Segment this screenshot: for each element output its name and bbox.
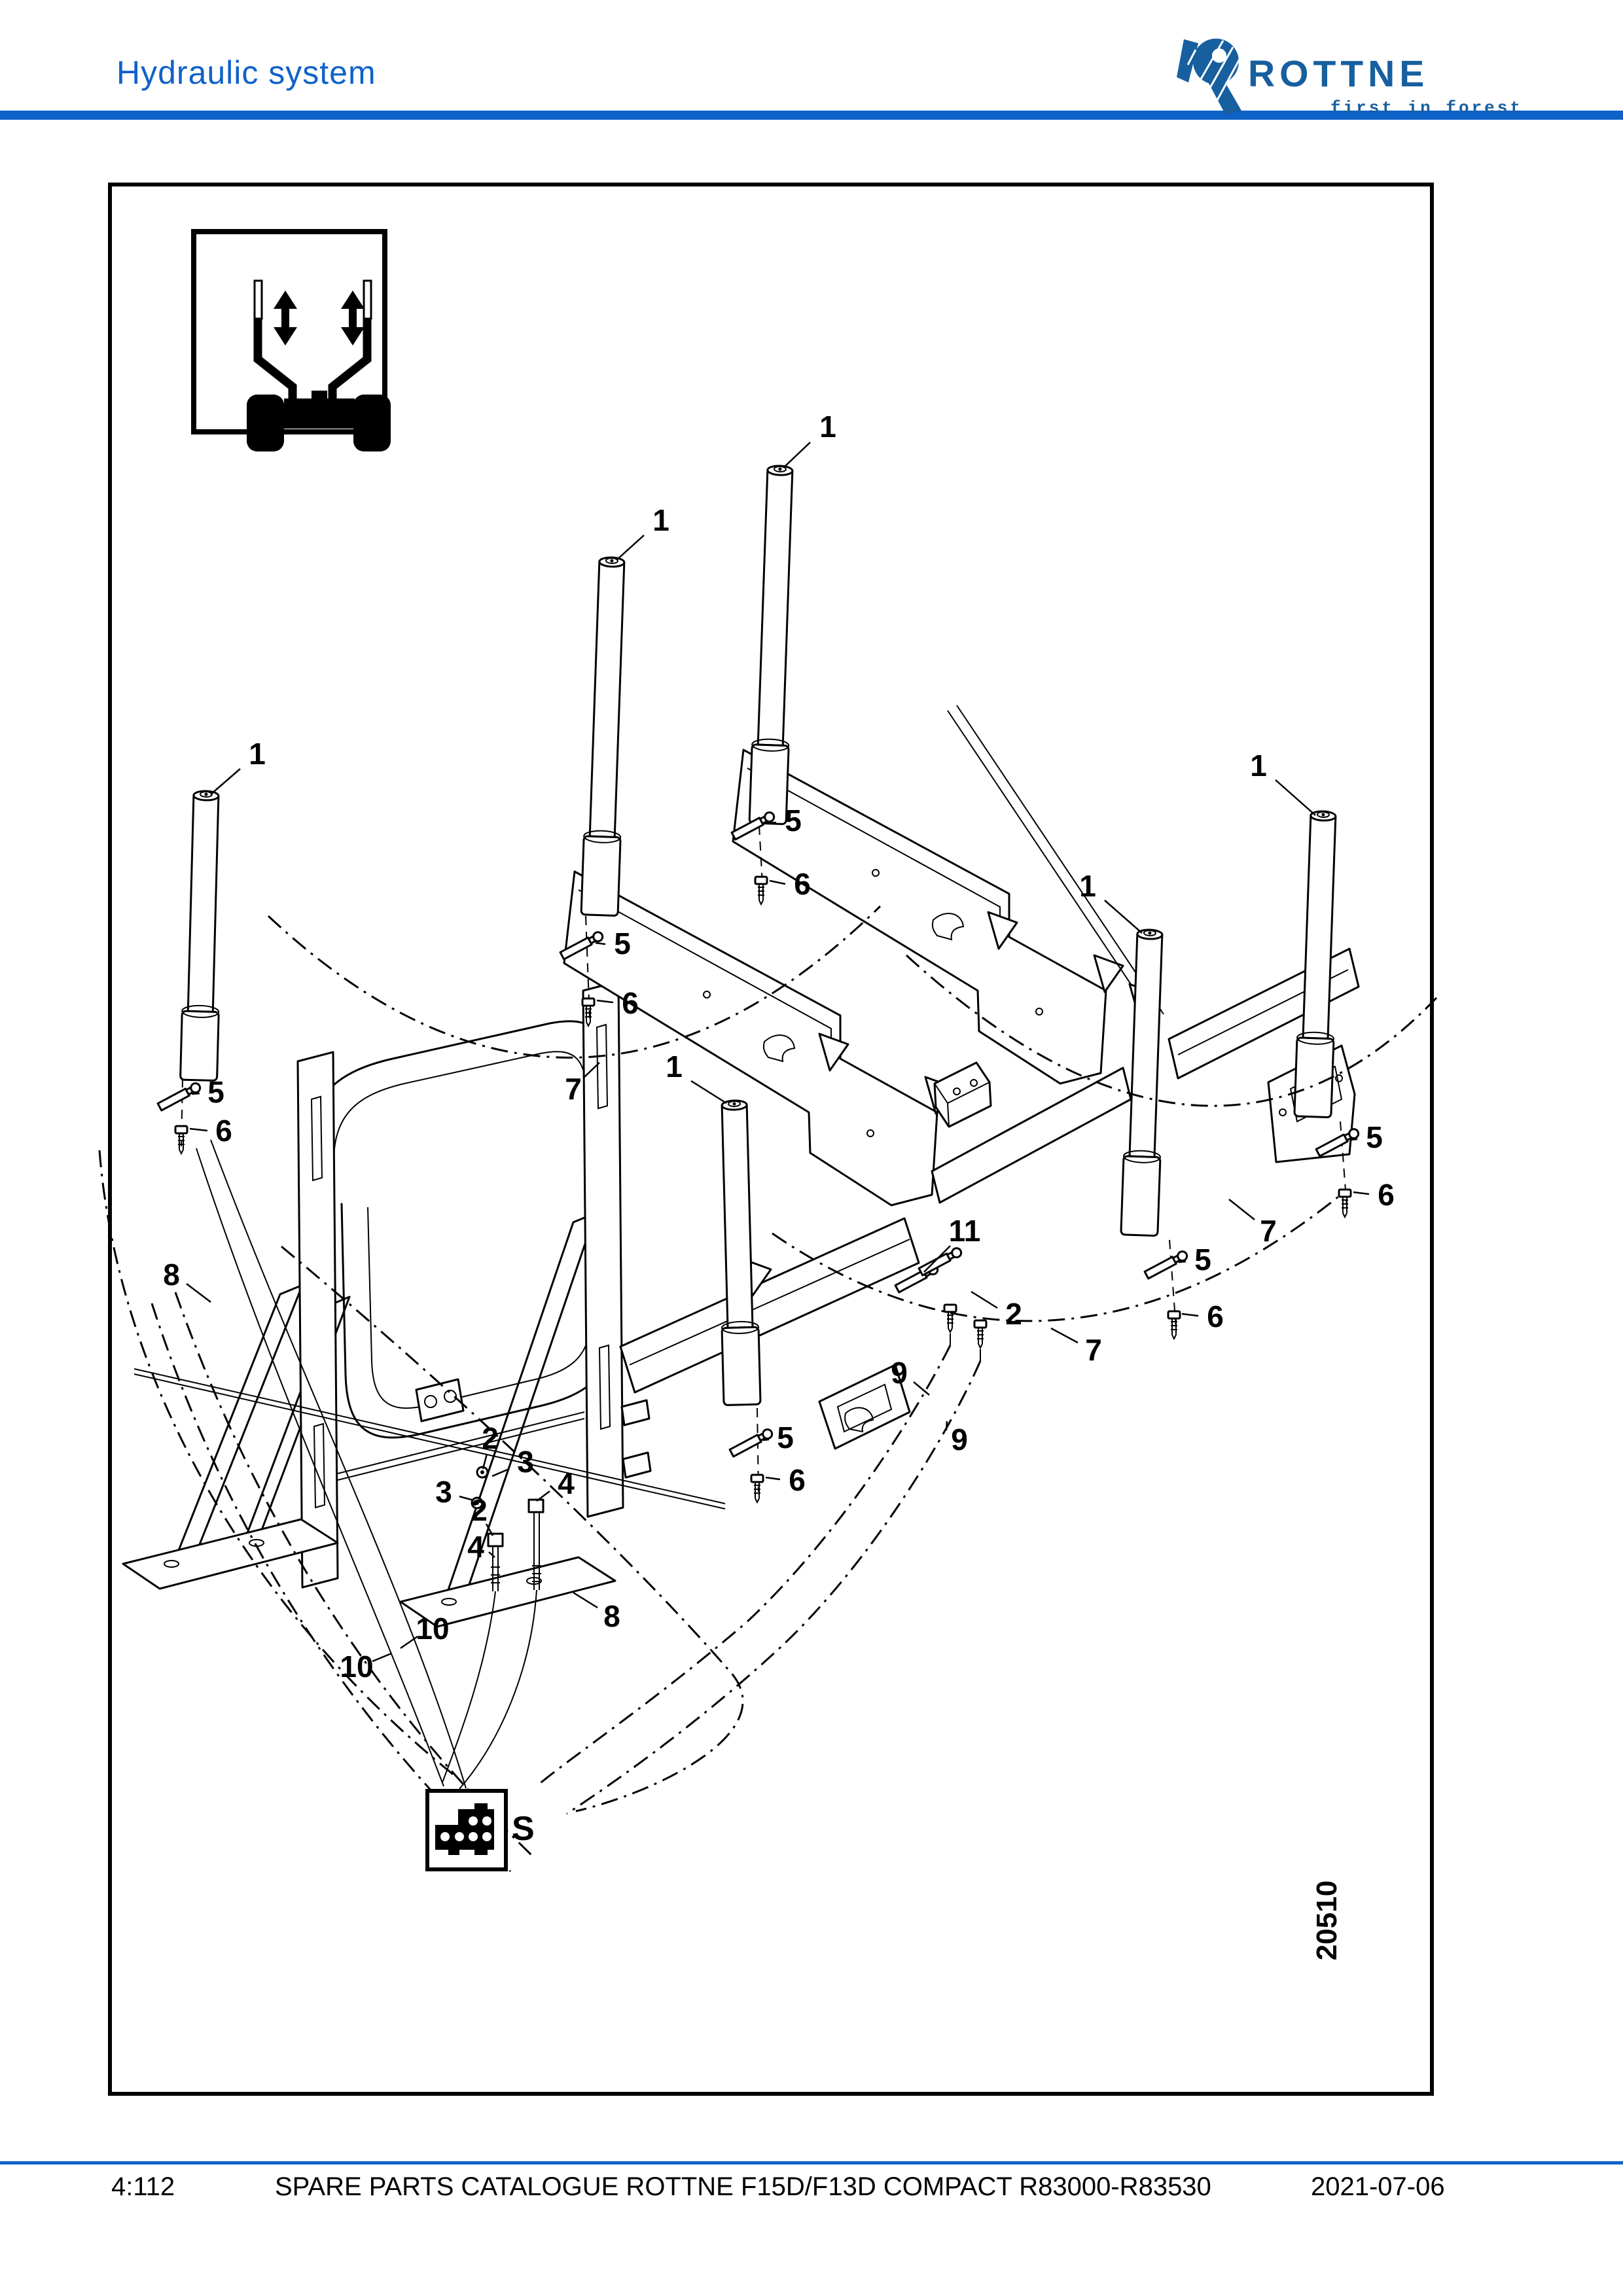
callout-leader-4 <box>536 1491 550 1502</box>
callout-leader-2 <box>971 1290 998 1309</box>
stake-mounting-hardware <box>156 809 1361 1504</box>
callout-8: 8 <box>603 1599 620 1633</box>
footer-rule <box>0 2161 1623 2164</box>
callout-4: 4 <box>467 1530 484 1564</box>
callout-5: 5 <box>207 1075 224 1109</box>
callout-leader-6 <box>1353 1191 1370 1195</box>
callout-leader-6 <box>765 1476 781 1481</box>
callout-5: 5 <box>614 927 631 961</box>
callout-leader-7 <box>1228 1199 1255 1220</box>
hydraulic-hoses <box>98 905 1438 1873</box>
callout-leader-6 <box>769 879 786 885</box>
footer-date: 2021-07-06 <box>1311 2172 1445 2201</box>
callout-leader-1 <box>1275 779 1316 816</box>
callout-1: 1 <box>652 503 669 537</box>
callout-leader-7 <box>1050 1327 1079 1344</box>
callout-2: 2 <box>1005 1297 1022 1331</box>
callout-9: 9 <box>951 1422 968 1457</box>
logo-wordmark: ROTTNE <box>1248 53 1429 95</box>
callout-leader-3 <box>459 1495 474 1502</box>
callout-7: 7 <box>1260 1214 1277 1248</box>
callout-leader-6 <box>1181 1313 1199 1317</box>
callout-6: 6 <box>1378 1178 1395 1212</box>
callout-leader-2 <box>485 1523 494 1536</box>
callout-leader-9 <box>945 1421 948 1431</box>
callout-7: 7 <box>1085 1333 1102 1367</box>
front-bunk-frame <box>619 1217 920 1450</box>
callout-10: 10 <box>416 1612 449 1646</box>
callout-leader-9 <box>913 1381 930 1396</box>
callout-6: 6 <box>622 986 639 1020</box>
callout-1: 1 <box>819 410 836 444</box>
callout-leader-5 <box>1349 1138 1358 1141</box>
electrical-connector-symbol <box>425 1789 508 1871</box>
callout-leader-5 <box>595 942 606 945</box>
callout-leader-8 <box>573 1591 598 1609</box>
callout-leader-3 <box>491 1468 510 1477</box>
drawing-number: 20510 <box>1311 1881 1343 1960</box>
callout-6: 6 <box>1207 1299 1224 1333</box>
rear-hose-fittings <box>894 1245 988 1361</box>
callout-1: 1 <box>1079 869 1096 903</box>
callout-6: 6 <box>215 1114 232 1148</box>
callout-leader-5 <box>762 1438 770 1441</box>
callout-leader-4 <box>488 1551 495 1558</box>
callout-leader-1 <box>783 442 811 468</box>
callout-leader-1 <box>1104 900 1143 934</box>
callout-leader-7 <box>584 1062 600 1078</box>
rottne-logo: ROTTNE first in forest <box>1175 35 1541 120</box>
gate-hose-fittings <box>442 1466 544 1790</box>
callout-leader-1 <box>690 1080 727 1104</box>
stake-cylinders <box>179 465 1337 1406</box>
callout-4: 4 <box>558 1466 575 1500</box>
callout-leader-8 <box>186 1283 211 1303</box>
callout-leader-10 <box>400 1635 418 1650</box>
callout-11: 11 <box>949 1214 981 1248</box>
callout-leader-6 <box>189 1127 208 1132</box>
callout-5: 5 <box>777 1421 794 1455</box>
callout-leader-1 <box>210 768 241 795</box>
callout-leader-5 <box>191 1092 200 1095</box>
footer-page-number: 4:112 <box>111 2172 175 2201</box>
callout-8: 8 <box>163 1258 180 1292</box>
callout-leader-2 <box>482 1453 488 1470</box>
callout-5: 5 <box>785 804 802 838</box>
callout-leader-10 <box>372 1652 392 1663</box>
callout-3: 3 <box>435 1475 452 1509</box>
callout-6: 6 <box>794 867 811 901</box>
callout-5: 5 <box>1366 1120 1383 1154</box>
callout-2: 2 <box>482 1421 499 1455</box>
connector-label: S <box>512 1810 535 1848</box>
callout-10: 10 <box>340 1650 373 1684</box>
page-title: Hydraulic system <box>116 54 376 91</box>
callout-leader-1 <box>616 535 645 561</box>
callout-7: 7 <box>565 1072 582 1106</box>
callout-2: 2 <box>471 1493 488 1527</box>
rottne-logo-icon <box>1177 39 1242 115</box>
logo-tagline: first in forest <box>1330 98 1523 118</box>
header-rule <box>0 111 1623 120</box>
callout-3: 3 <box>517 1445 534 1479</box>
callout-9: 9 <box>891 1356 908 1390</box>
callout-1: 1 <box>1250 749 1267 783</box>
callout-1: 1 <box>249 737 266 771</box>
callout-1: 1 <box>666 1050 683 1084</box>
callout-leader-6 <box>596 999 614 1004</box>
callout-5: 5 <box>1194 1243 1211 1277</box>
callout-6: 6 <box>789 1463 806 1497</box>
footer-catalogue-title: SPARE PARTS CATALOGUE ROTTNE F15D/F13D C… <box>275 2172 1211 2201</box>
callout-leader-11 <box>923 1245 951 1273</box>
rear-bunk-frames <box>563 749 1132 1207</box>
callout-leader-5 <box>766 821 777 824</box>
stake-height-adjustment-icon <box>191 229 391 451</box>
